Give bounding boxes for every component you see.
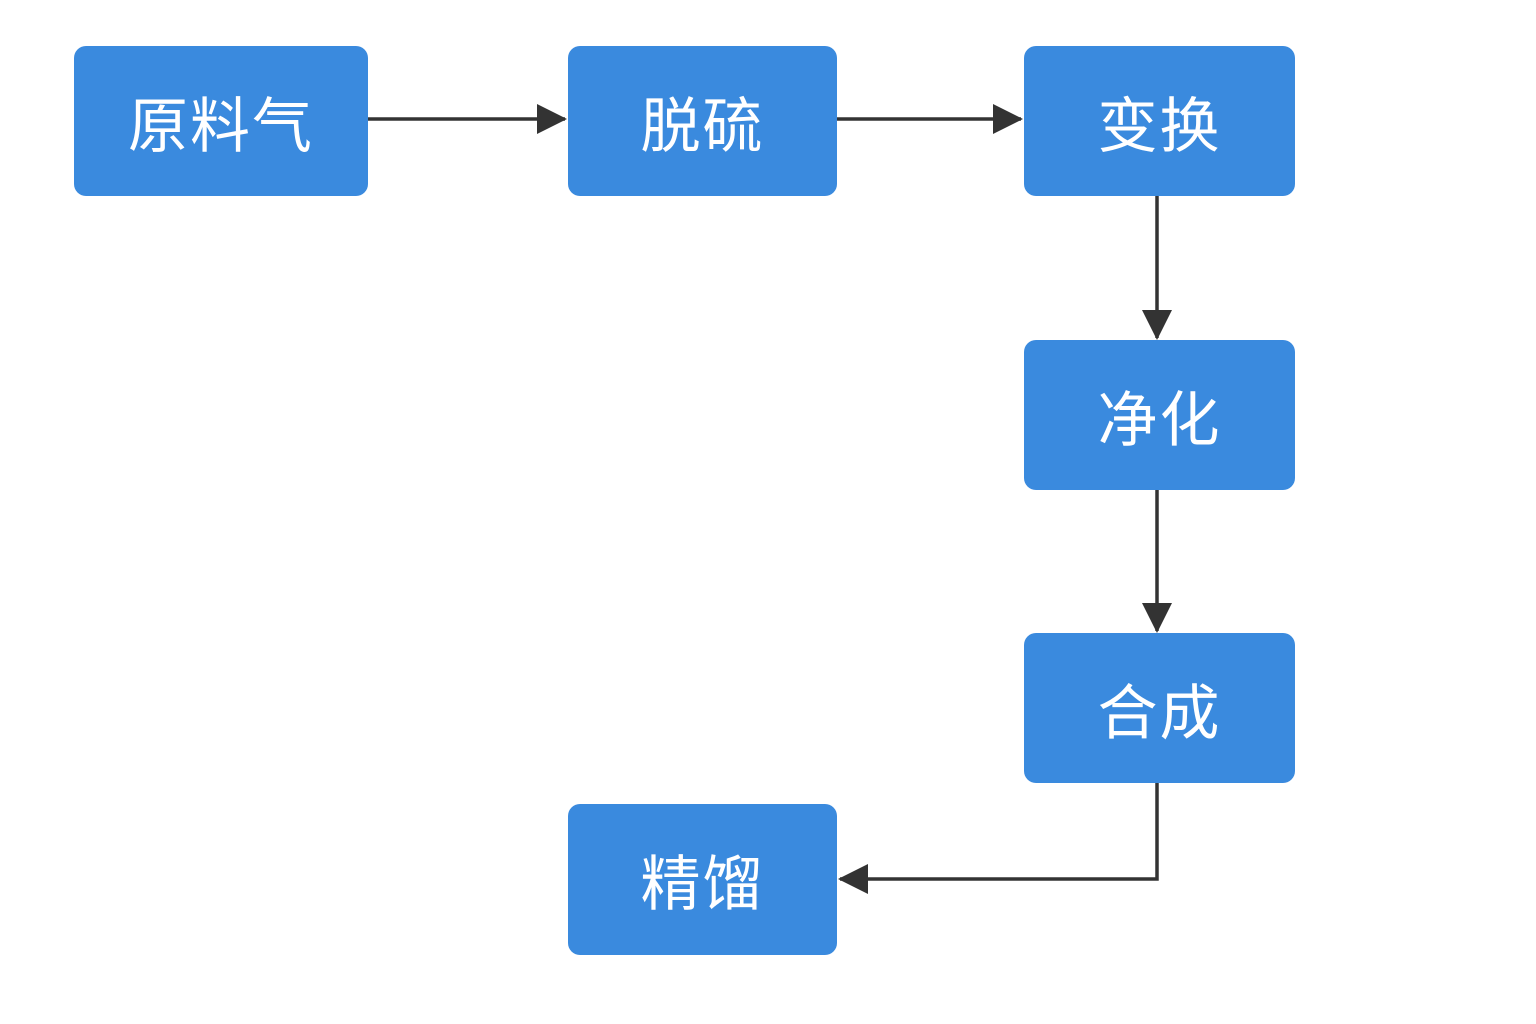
- node-raw-gas-label: 原料气: [128, 91, 314, 162]
- node-shift: 变换: [1024, 46, 1295, 196]
- node-desulfurize: 脱硫: [568, 46, 837, 196]
- node-rectification-label: 精馏: [640, 850, 765, 920]
- node-synthesis-label: 合成: [1097, 678, 1222, 749]
- node-raw-gas: 原料气: [74, 46, 368, 196]
- node-purify: 净化: [1024, 340, 1295, 490]
- node-purify-label: 净化: [1097, 385, 1222, 456]
- node-rectification: 精馏: [568, 804, 837, 955]
- edge-synthesis-to-rectification: [838, 783, 1159, 894]
- node-desulfurize-label: 脱硫: [640, 91, 765, 162]
- node-synthesis: 合成: [1024, 633, 1295, 783]
- node-shift-label: 变换: [1097, 91, 1222, 162]
